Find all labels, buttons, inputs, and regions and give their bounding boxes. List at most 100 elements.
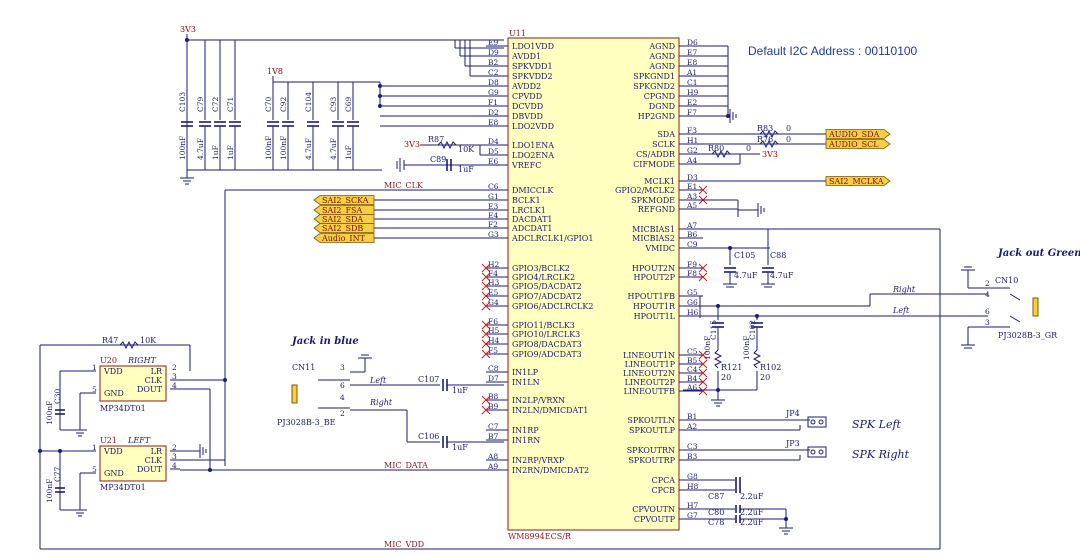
u11-ball: E6: [488, 157, 498, 166]
u11-ball: E2: [687, 98, 697, 107]
u11-pin-name: CPCA: [652, 476, 676, 485]
cap-value: 1uF: [226, 145, 235, 160]
u11-pin-name: HPOUT1R: [633, 302, 676, 311]
cap-ref: C92: [279, 96, 288, 112]
u11-ball: C8: [488, 364, 499, 373]
r76-value: 0: [786, 135, 791, 144]
u11-pin-name: SPKOUTLP: [629, 426, 676, 435]
u11-pin-name: CPVOUTP: [634, 515, 676, 524]
net-label: [825, 176, 891, 186]
mic-pin: LR: [151, 447, 163, 456]
cn10-ref: CN10: [995, 276, 1018, 285]
u11-ball: H9: [687, 88, 699, 97]
decoupling-caps: C103100nFC794.7uFC721uFC711uFC70100nFC92…: [178, 40, 359, 170]
u11-ball: A8: [487, 452, 498, 461]
u11-part: WM8994ECS/R: [508, 532, 572, 541]
jp4-ref: JP4: [785, 409, 800, 418]
cn11-ref: CN11: [292, 363, 315, 372]
u11-pin-name: IN1LN: [512, 378, 540, 387]
u11-ball: B1: [687, 412, 697, 421]
mic-vdd-net: MIC_VDD: [384, 540, 424, 549]
u11-ball: H7: [687, 501, 699, 510]
u11-ball: A4: [686, 156, 697, 165]
power-3v3-label: 3V3: [180, 25, 196, 34]
mic-pin: VDD: [103, 447, 123, 456]
u11-ball: D9: [488, 48, 499, 57]
mic-pin: CLK: [145, 456, 163, 465]
cap-ref: C79: [196, 96, 205, 112]
u21-side: LEFT: [127, 436, 151, 445]
spk-right-label: SPK Right: [852, 448, 910, 461]
u11-pin-name: SPKGND2: [633, 82, 675, 91]
c102-value: 100nF: [742, 336, 751, 360]
u11-pin-name: LINEOUT1N: [623, 351, 675, 360]
u11-pin-name: SDA: [657, 130, 675, 139]
c106-ref: C106: [418, 432, 439, 441]
u11-pin-name: VREFC: [511, 161, 541, 170]
c89-value: 1uF: [458, 165, 474, 174]
svg-text:3: 3: [985, 318, 990, 327]
u11-pin-name: ADCDAT1: [511, 224, 553, 233]
u11-pin-name: LDO2VDD: [512, 122, 554, 131]
power-1v8-label: 1V8: [267, 67, 283, 76]
u11-ball: E8: [687, 58, 697, 67]
sai-labels: SAI2_SCKASAI2_FSASAI2_SDASAI2_SDBAudio_I…: [313, 195, 486, 243]
u11-ball: C9: [687, 240, 698, 249]
u11-ref: U11: [509, 29, 526, 38]
c77-ref: C77: [53, 466, 62, 482]
u11-pin-name: IN2LN/DMICDAT1: [512, 406, 588, 415]
c87-value: 2.2uF: [740, 492, 764, 501]
svg-text:3: 3: [340, 363, 345, 372]
jp3-ref: JP3: [785, 439, 800, 448]
cap-ref: C93: [329, 96, 338, 112]
u11-ball: G4: [488, 298, 499, 307]
cap-value: 1uF: [211, 145, 220, 160]
u11-pin-name: DCVDD: [512, 102, 543, 111]
mic-pin-num: 5: [92, 385, 97, 394]
net-label-text: SAI2_FSA: [322, 206, 363, 215]
u11-ball: B9: [488, 402, 499, 411]
u11-ball: A3: [686, 192, 697, 201]
mic-pin: DOUT: [137, 385, 163, 394]
u11-pin-name: GPIO2/MCLK2: [615, 186, 675, 195]
u11-ball: H3: [488, 278, 500, 287]
mic-pin: DOUT: [137, 465, 163, 474]
u11-pin-name: AVDD1: [511, 52, 541, 61]
u11-pin-name: IN2RN/DMICDAT2: [512, 466, 589, 475]
mic-pin: VDD: [103, 367, 123, 376]
mic-pin: GND: [104, 469, 124, 478]
u11-ball: F1: [488, 98, 498, 107]
u11-pin-name: SPKOUTRN: [627, 446, 675, 455]
u11-pin-name: HPOUT2P: [634, 273, 676, 282]
cn10-part: PJ3028B-3_GR: [998, 331, 1058, 340]
u11-ball: B8: [488, 392, 499, 401]
u11-ball: E7: [687, 48, 697, 57]
c30-value: 100nF: [45, 401, 54, 425]
u11-ball: A5: [686, 201, 697, 210]
cap-value: 100nF: [264, 136, 273, 160]
u11-ball: B2: [488, 58, 499, 67]
u11-pin-name: SPKGND1: [633, 72, 675, 81]
c107-ref: C107: [418, 375, 439, 384]
u11-ball: H4: [488, 336, 500, 345]
u11-pin-name: DGND: [649, 102, 675, 111]
u11-ball: C2: [488, 68, 499, 77]
u11-pin-name: CS/ADDR: [636, 150, 676, 159]
u11-ball: A9: [487, 462, 498, 471]
cap-value: 1uF: [344, 145, 353, 160]
svg-text:4: 4: [985, 290, 990, 299]
c30-ref: C30: [53, 388, 62, 404]
mic-pin-num: 4: [172, 461, 177, 470]
r47-ref: R47: [102, 336, 118, 345]
u11-pin-name: CPGND: [644, 92, 675, 101]
c80-ref: C80: [708, 508, 724, 517]
cap-ref: C71: [226, 97, 235, 112]
u11-pin-name: LINEOUTFB: [624, 387, 676, 396]
u11-pin-name: AGND: [648, 42, 675, 51]
c80-value: 2.2uF: [740, 508, 764, 517]
u11-ball: C5: [687, 347, 698, 356]
u11-ball: C3: [687, 442, 698, 451]
mic-pin-num: 3: [172, 452, 177, 461]
jack-out-title: Jack out Green: [996, 248, 1080, 259]
i2c-address-note: Default I2C Address : 00110100: [748, 44, 918, 58]
